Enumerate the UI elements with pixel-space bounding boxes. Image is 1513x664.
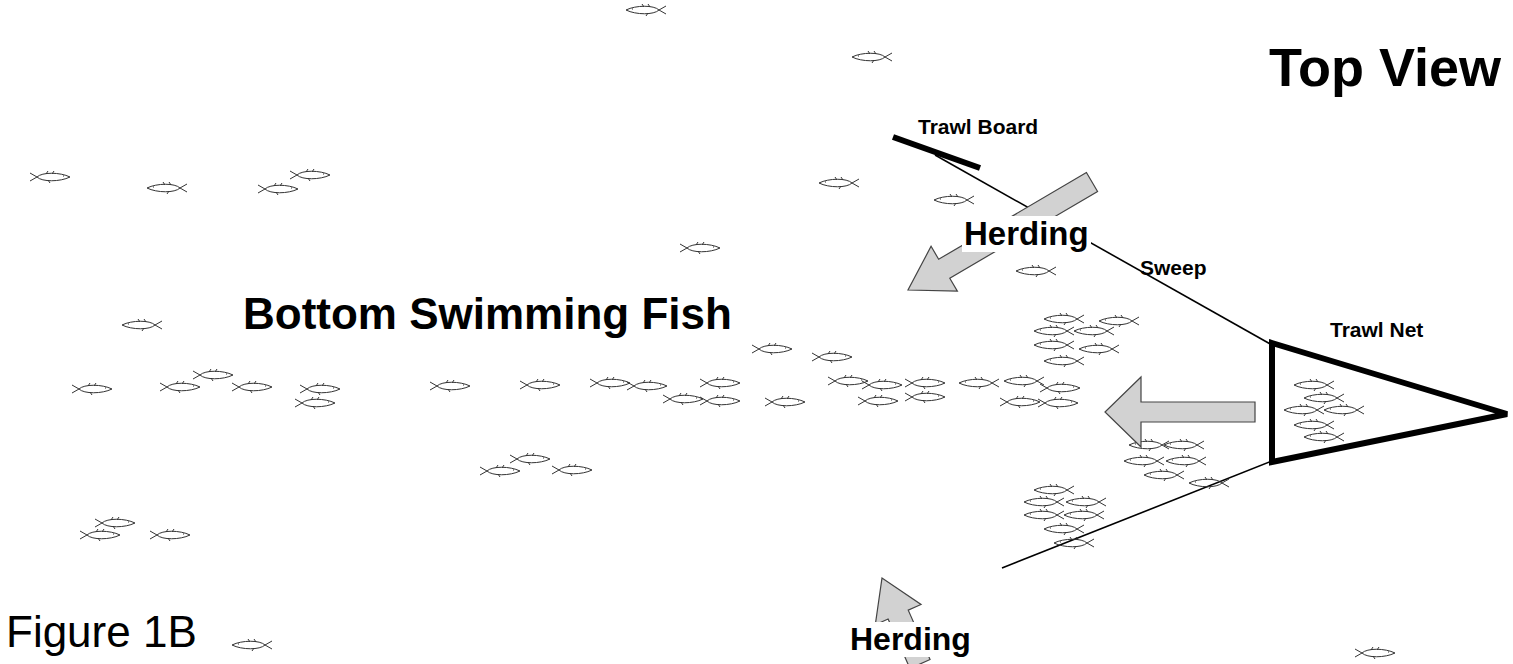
fish-symbol bbox=[680, 242, 720, 254]
part-label: Trawl Board bbox=[918, 115, 1038, 138]
fish-symbol bbox=[1074, 325, 1114, 337]
fish-symbol bbox=[627, 380, 667, 392]
fish-symbol bbox=[295, 397, 335, 409]
fish-symbol bbox=[819, 177, 859, 189]
fish-symbol bbox=[1034, 339, 1074, 351]
fish-symbol bbox=[1355, 647, 1395, 659]
fish-symbol bbox=[1000, 396, 1040, 408]
fish-symbol bbox=[1294, 419, 1334, 431]
view-title: Top View bbox=[1269, 38, 1501, 97]
action-label: Herding bbox=[962, 216, 1091, 252]
fish-symbol bbox=[1189, 477, 1229, 489]
fish-symbol bbox=[95, 517, 135, 529]
fish-symbol bbox=[30, 171, 70, 183]
fish-symbol bbox=[700, 395, 740, 407]
fish-symbol bbox=[80, 529, 120, 541]
fish-symbol bbox=[193, 369, 233, 381]
fish-symbol bbox=[765, 396, 805, 408]
fish-symbol bbox=[1164, 439, 1204, 451]
fish-symbol bbox=[1024, 496, 1064, 508]
herding-arrow bbox=[908, 173, 1098, 292]
fish-symbol bbox=[300, 383, 340, 395]
fish-symbol bbox=[147, 182, 187, 194]
fish-symbol bbox=[1099, 315, 1139, 327]
part-label: Sweep bbox=[1140, 256, 1207, 279]
sweep-line bbox=[1002, 461, 1272, 568]
fish-symbol bbox=[430, 380, 470, 392]
action-label: Herding bbox=[848, 622, 973, 657]
fish-group bbox=[30, 4, 1395, 659]
fish-symbol bbox=[752, 343, 792, 355]
fish-symbol bbox=[1044, 313, 1084, 325]
fish-symbol bbox=[232, 381, 272, 393]
trawl-board bbox=[893, 137, 980, 168]
fish-symbol bbox=[862, 379, 902, 391]
fish-symbol bbox=[1054, 537, 1094, 549]
fish-symbol bbox=[1066, 496, 1106, 508]
fish-symbol bbox=[812, 351, 852, 363]
fish-symbol bbox=[1284, 404, 1324, 416]
fish-symbol bbox=[1166, 455, 1206, 467]
fish-symbol bbox=[934, 194, 974, 206]
fish-symbol bbox=[1144, 469, 1184, 481]
fish-symbol bbox=[258, 183, 298, 195]
fish-symbol bbox=[1024, 509, 1064, 521]
fish-symbol bbox=[1304, 392, 1344, 404]
fish-symbol bbox=[1040, 382, 1080, 394]
fish-symbol bbox=[858, 395, 898, 407]
fish-symbol bbox=[700, 377, 740, 389]
fish-symbol bbox=[959, 377, 999, 389]
fish-symbol bbox=[1034, 325, 1074, 337]
fish-symbol bbox=[663, 393, 703, 405]
fish-symbol bbox=[1004, 375, 1044, 387]
fish-symbol bbox=[1079, 343, 1119, 355]
fish-symbol bbox=[160, 381, 200, 393]
fish-symbol bbox=[1324, 404, 1364, 416]
part-label: Trawl Net bbox=[1330, 318, 1423, 341]
sweep-line bbox=[935, 155, 1272, 345]
fish-symbol bbox=[1044, 523, 1084, 535]
fish-symbol bbox=[1294, 379, 1334, 391]
fish-symbol bbox=[1016, 265, 1056, 277]
fish-symbol bbox=[1124, 455, 1164, 467]
fish-symbol bbox=[905, 391, 945, 403]
fish-symbol bbox=[122, 319, 162, 331]
subject-label: Bottom Swimming Fish bbox=[243, 290, 732, 338]
fish-symbol bbox=[905, 377, 945, 389]
fish-symbol bbox=[290, 169, 330, 181]
fish-symbol bbox=[480, 465, 520, 477]
fish-symbol bbox=[150, 529, 190, 541]
figure-caption: Figure 1B bbox=[6, 608, 197, 656]
fish-symbol bbox=[1044, 355, 1084, 367]
fish-symbol bbox=[552, 464, 592, 476]
fish-symbol bbox=[852, 51, 892, 63]
arrow-group bbox=[875, 173, 1255, 664]
fish-symbol bbox=[72, 383, 112, 395]
trawl-net bbox=[1272, 343, 1507, 462]
fish-symbol bbox=[520, 379, 560, 391]
fish-symbol bbox=[1064, 509, 1104, 521]
herding-arrow bbox=[1105, 377, 1255, 447]
fish-symbol bbox=[1038, 397, 1078, 409]
fish-symbol bbox=[232, 639, 272, 651]
fish-symbol bbox=[510, 453, 550, 465]
fish-symbol bbox=[626, 4, 666, 16]
fish-symbol bbox=[1304, 431, 1344, 443]
fish-symbol bbox=[1034, 484, 1074, 496]
fish-symbol bbox=[590, 377, 630, 389]
